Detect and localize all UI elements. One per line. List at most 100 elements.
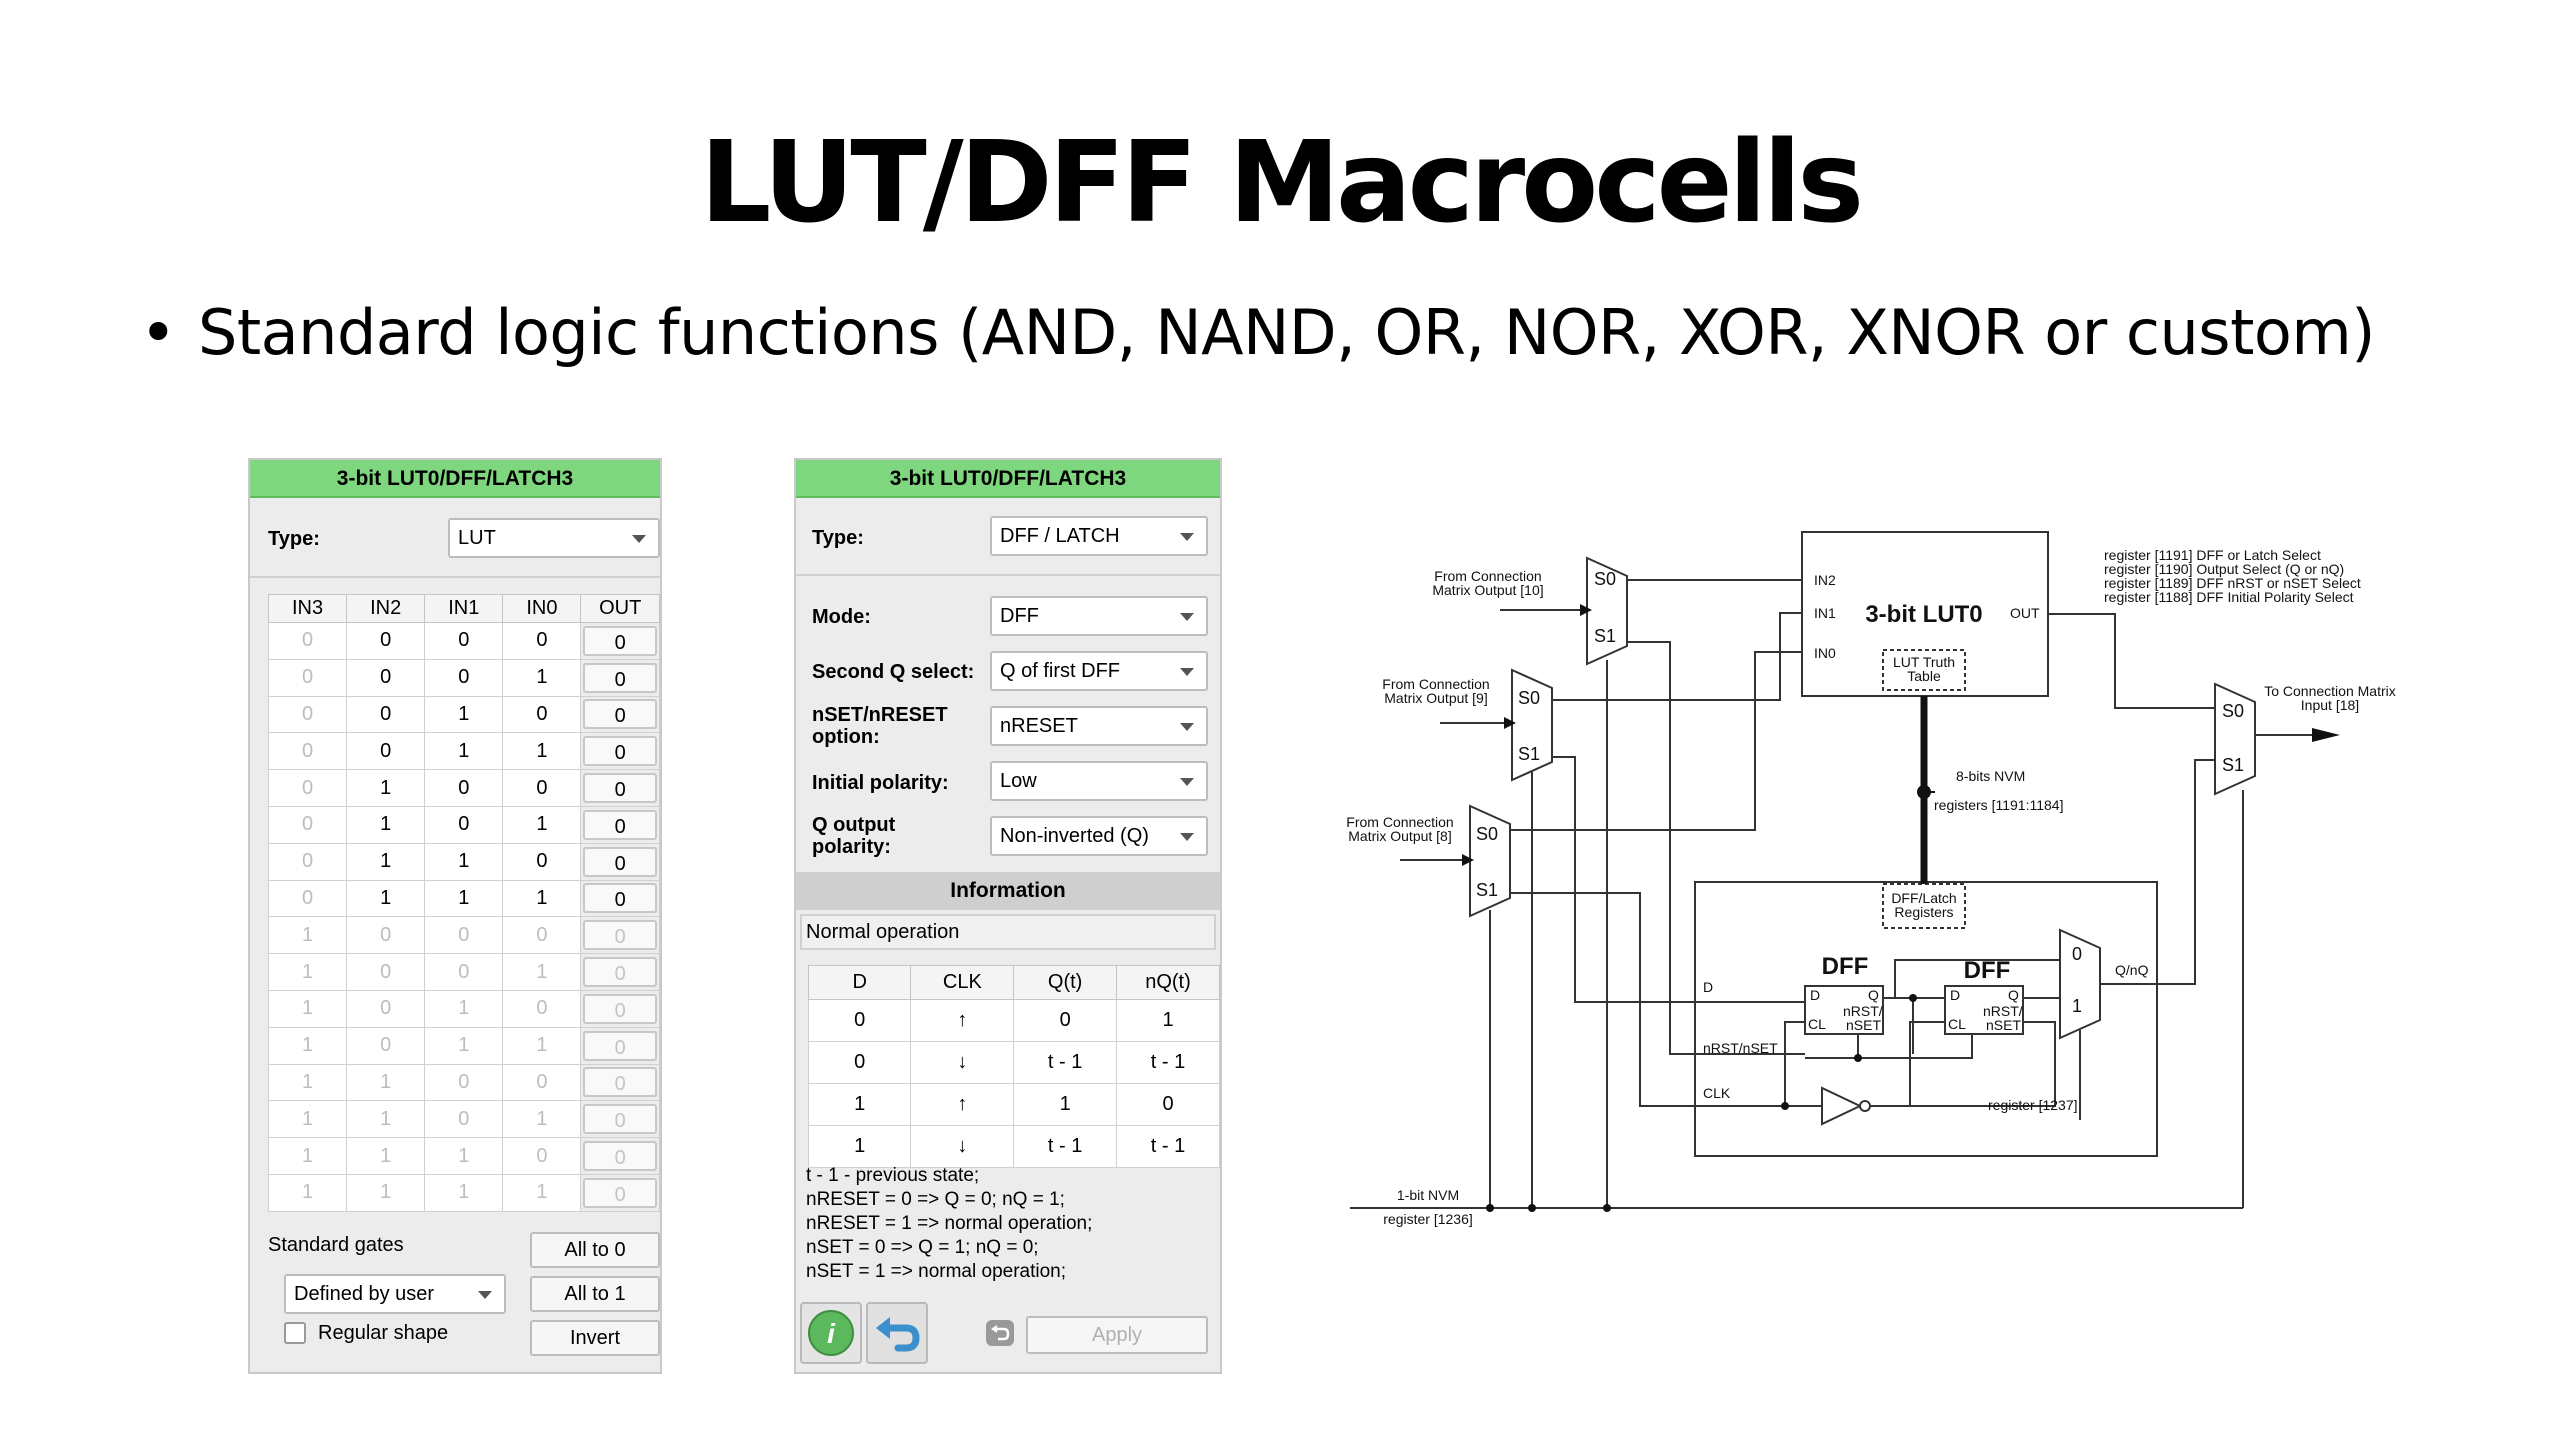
- lut-input-cell: 1: [267, 953, 348, 991]
- dff-column-header: nQ(t): [1116, 965, 1220, 1000]
- nset-select[interactable]: nRESET: [990, 706, 1208, 746]
- apply-button[interactable]: Apply: [1026, 1316, 1208, 1354]
- lut-out-value: 0: [583, 736, 657, 767]
- lut-input-cell: 0: [502, 1137, 582, 1175]
- lut-out-toggle[interactable]: 0: [580, 732, 660, 771]
- lut-input-cell: 0: [267, 769, 348, 807]
- lut-input-cell: 0: [502, 916, 582, 955]
- lut-input-cell: 1: [424, 732, 504, 771]
- dff2-title: DFF: [1964, 957, 2011, 984]
- lut-out-value: 0: [583, 773, 657, 804]
- lut-out-toggle[interactable]: 0: [580, 1063, 660, 1102]
- lut-out-toggle[interactable]: 0: [580, 916, 660, 955]
- from-cm10-line1: From Connection: [1434, 568, 1541, 584]
- type-label: Type:: [812, 527, 864, 549]
- undo-button[interactable]: [866, 1302, 928, 1364]
- lut-out-toggle[interactable]: 0: [580, 989, 660, 1028]
- dff-config-panel: 3-bit LUT0/DFF/LATCH3 Type: DFF / LATCH …: [794, 458, 1222, 1374]
- reset-icon-glyph: [991, 1325, 1010, 1341]
- lut-input-cell: 0: [267, 842, 348, 881]
- type-select[interactable]: DFF / LATCH: [990, 516, 1208, 556]
- lut-in0: IN0: [1814, 645, 1836, 661]
- info-icon: i: [808, 1310, 854, 1356]
- dff-cell: 0: [1116, 1083, 1220, 1126]
- initial-polarity-select[interactable]: Low: [990, 761, 1208, 801]
- mux-out-s1: S1: [2222, 755, 2244, 775]
- lut-input-cell: 1: [424, 842, 504, 881]
- dff-cell: 1: [807, 1125, 912, 1168]
- type-select[interactable]: LUT: [448, 518, 660, 558]
- all-to-0-button[interactable]: All to 0: [530, 1232, 660, 1268]
- regular-shape-checkbox[interactable]: [284, 1322, 306, 1344]
- lut-out-toggle[interactable]: 0: [580, 953, 660, 991]
- chevron-down-icon: [1180, 778, 1194, 786]
- lut-column-header: IN2: [346, 594, 426, 623]
- lut-out-toggle[interactable]: 0: [580, 1173, 660, 1212]
- lut-out-value: 0: [583, 1030, 657, 1061]
- dff-cell: 0: [807, 999, 912, 1042]
- dff2-d: D: [1950, 987, 1960, 1003]
- mux-out-s0: S0: [2222, 701, 2244, 721]
- lut-out-toggle[interactable]: 0: [580, 1026, 660, 1065]
- nset-select-value: nRESET: [1000, 715, 1078, 737]
- q-output-polarity-label-line2: polarity:: [812, 836, 891, 858]
- lut-in1: IN1: [1814, 605, 1836, 621]
- lut-input-cell: 0: [502, 695, 582, 734]
- all-to-1-button[interactable]: All to 1: [530, 1276, 660, 1312]
- lut-input-cell: 1: [346, 769, 426, 807]
- info-button[interactable]: i: [800, 1302, 862, 1364]
- lut-input-cell: 0: [267, 879, 348, 918]
- standard-gates-label: Standard gates: [268, 1234, 404, 1256]
- lut-input-cell: 0: [267, 658, 348, 697]
- lut-out-value: 0: [583, 1067, 657, 1098]
- second-q-select[interactable]: Q of first DFF: [990, 651, 1208, 691]
- dff-cell: 0: [1013, 999, 1118, 1042]
- gates-select-value: Defined by user: [294, 1283, 435, 1305]
- lut-out-toggle[interactable]: 0: [580, 842, 660, 881]
- mode-select[interactable]: DFF: [990, 596, 1208, 636]
- lut-out-toggle[interactable]: 0: [580, 622, 660, 660]
- lut-out-toggle[interactable]: 0: [580, 805, 660, 844]
- dff1-block: [1804, 985, 1884, 1035]
- lut-out-value: 0: [583, 809, 657, 840]
- lut-out-toggle[interactable]: 0: [580, 769, 660, 807]
- q-output-polarity-select[interactable]: Non-inverted (Q): [990, 816, 1208, 856]
- lut-out-toggle[interactable]: 0: [580, 695, 660, 734]
- nset-option-label-line1: nSET/nRESET: [812, 704, 948, 726]
- chevron-down-icon: [478, 1291, 492, 1299]
- lut-out-toggle[interactable]: 0: [580, 879, 660, 918]
- dff-cell: 0: [807, 1041, 912, 1084]
- dff-cell: 1: [1013, 1083, 1118, 1126]
- lut-input-cell: 1: [424, 695, 504, 734]
- nvm8-line1: 8-bits NVM: [1956, 768, 2025, 784]
- lut-dff-block-diagram: From Connection Matrix Output [10] From …: [1346, 531, 2396, 1227]
- mux-qnq-1: 1: [2072, 996, 2082, 1016]
- from-cm9-line1: From Connection: [1382, 676, 1489, 692]
- lut-input-cell: 1: [346, 879, 426, 918]
- lut-out-value: 0: [583, 883, 657, 914]
- dff1-nrst: nRST/: [1843, 1003, 1883, 1019]
- lut-out-toggle[interactable]: 0: [580, 658, 660, 697]
- dff-cell: t - 1: [1116, 1041, 1220, 1084]
- gates-select[interactable]: Defined by user: [284, 1274, 506, 1314]
- lut-input-cell: 0: [346, 658, 426, 697]
- invert-button[interactable]: Invert: [530, 1320, 660, 1356]
- lut-input-cell: 1: [502, 1173, 582, 1212]
- second-q-select-value: Q of first DFF: [1000, 660, 1120, 682]
- lut-out-toggle[interactable]: 0: [580, 1137, 660, 1175]
- dff-cell: t - 1: [1013, 1041, 1118, 1084]
- lut-input-cell: 0: [424, 769, 504, 807]
- information-bar: Information: [796, 872, 1220, 910]
- mux-qnq: [2059, 928, 2101, 1040]
- dff-note-line: nRESET = 0 => Q = 0; nQ = 1;: [806, 1189, 1065, 1210]
- lut-out-toggle[interactable]: 0: [580, 1100, 660, 1139]
- reset-icon[interactable]: [986, 1320, 1014, 1346]
